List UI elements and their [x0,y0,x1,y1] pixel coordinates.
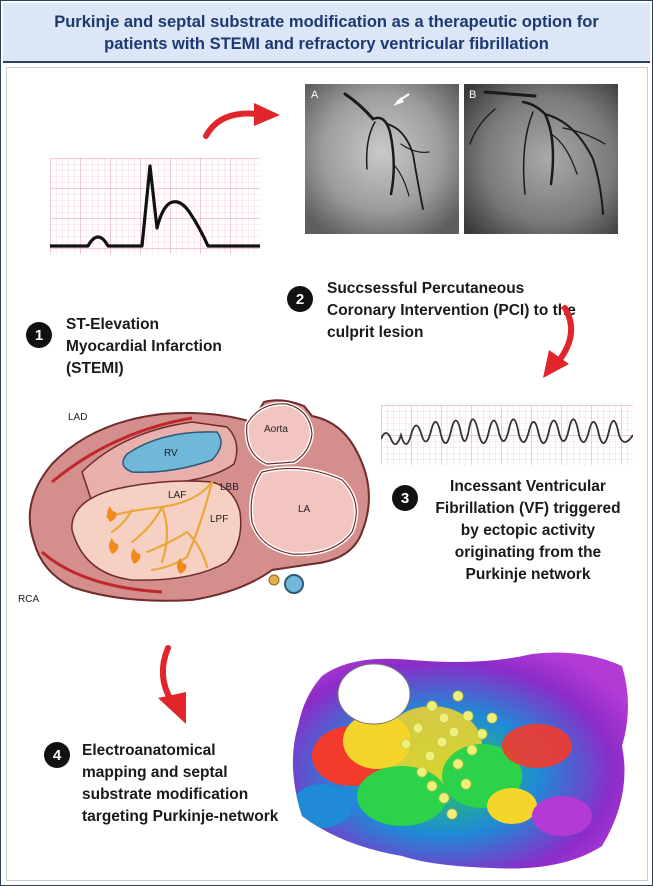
label-lad: LAD [68,412,87,423]
step-3-badge: 3 [392,485,418,511]
step-1-badge: 1 [26,322,52,348]
step-4-badge: 4 [44,742,70,768]
label-aorta: Aorta [264,424,288,435]
arrow-pci-to-vf [543,305,574,378]
panel-b-label: B [469,89,476,101]
arrow-vf-to-mapping [158,645,186,724]
step-1-line: ST-Elevation [66,316,160,333]
content-panel [6,67,648,881]
label-lbb: LBB [220,482,239,493]
step-3-line: Purkinje network [465,566,591,583]
step-2-label: Succsessful Percutaneous Coronary Interv… [327,278,576,344]
heart-diagram: LAD RV Aorta LAF LBB LPF LA RCA [18,399,370,605]
step-4-line: mapping and septal [82,764,228,781]
figure-title: Purkinje and septal substrate modificati… [3,3,650,63]
angiography-images: A B [305,84,618,234]
label-laf: LAF [168,490,186,501]
step-2-line: Succsessful Percutaneous [327,280,525,297]
step-3-line: by ectopic activity [460,522,596,539]
vf-ecg [381,405,633,465]
label-la: LA [298,504,311,515]
label-rv: RV [164,448,178,459]
step-4-label: Electroanatomical mapping and septal sub… [82,740,278,828]
step-2-line: culprit lesion [327,324,424,341]
stemi-ecg [50,158,260,254]
electroanatomical-map [292,652,628,869]
step-3-line: Fibrillation (VF) triggered [435,500,621,517]
step-2: 2 Succsessful Percutaneous Coronary Inte… [287,254,576,344]
label-lpf: LPF [210,514,228,525]
step-3-line: Incessant Ventricular [450,478,606,495]
step-1-label: ST-Elevation Myocardial Infarction (STEM… [66,314,222,380]
step-3: 3 Incessant Ventricular Fibrillation (VF… [392,476,630,586]
title-line-2: patients with STEMI and refractory ventr… [104,35,549,53]
panel-a-label: A [311,89,319,101]
step-2-line: Coronary Intervention (PCI) to the [327,302,576,319]
step-4-line: targeting Purkinje-network [82,808,279,825]
arrow-stemi-to-pci [203,103,280,139]
step-1-line: Myocardial Infarction [66,338,222,355]
step-4-line: Electroanatomical [82,742,216,759]
step-3-line: originating from the [454,544,602,561]
step-4-line: substrate modification [82,786,249,803]
step-1: 1 ST-Elevation Myocardial Infarction (ST… [26,290,222,380]
label-rca: RCA [18,594,39,605]
title-line-1: Purkinje and septal substrate modificati… [54,13,599,31]
step-4: 4 Electroanatomical mapping and septal s… [44,740,278,828]
step-3-label: Incessant Ventricular Fibrillation (VF) … [426,476,630,586]
step-1-line: (STEMI) [66,360,124,377]
step-2-badge: 2 [287,286,313,312]
